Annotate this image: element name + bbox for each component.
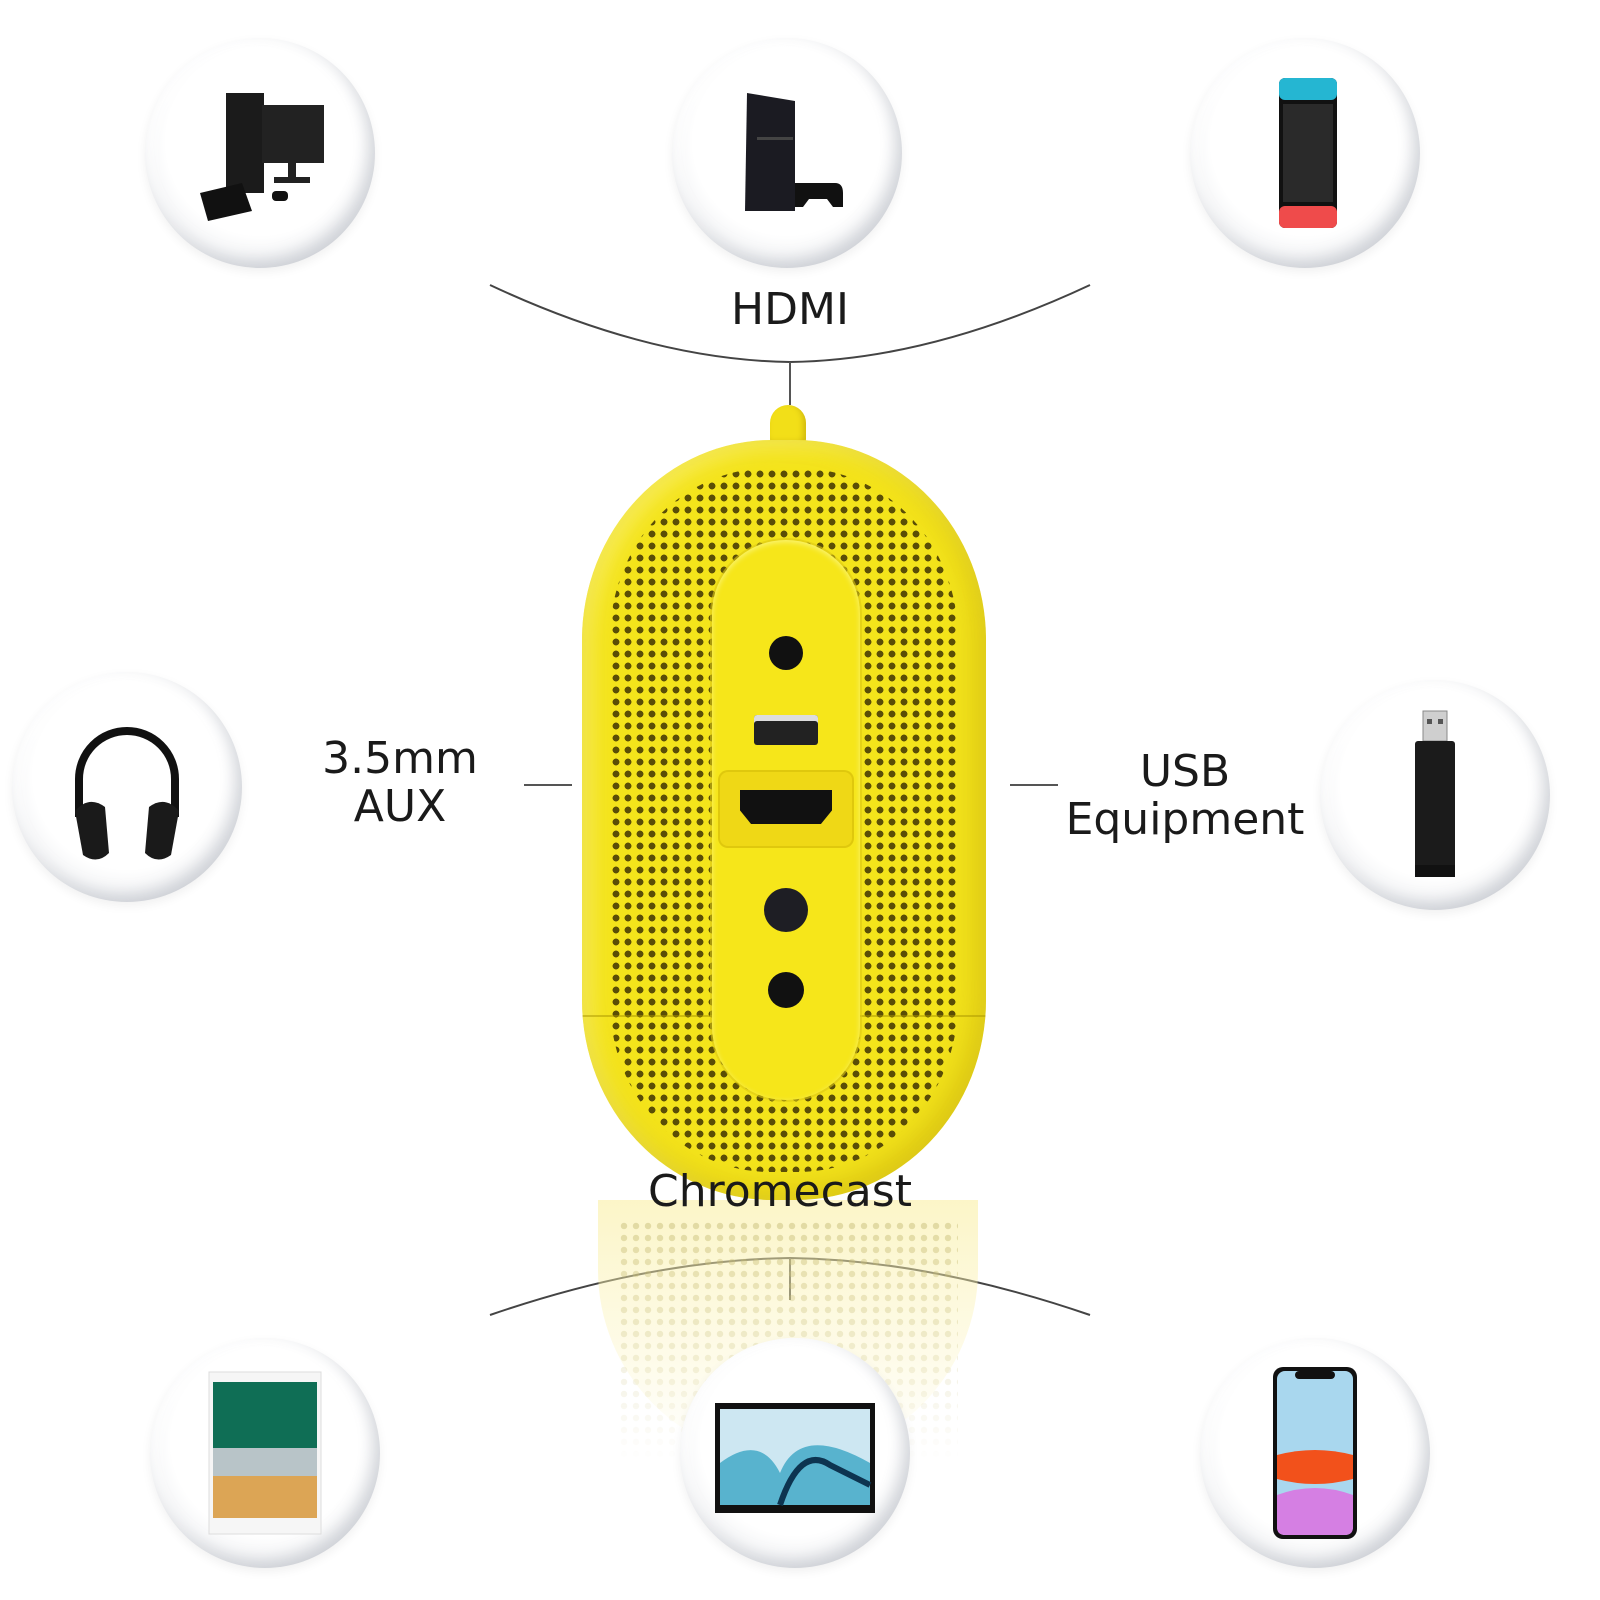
aux-label-line1: 3.5mm xyxy=(322,733,478,784)
tablet-bubble xyxy=(150,1338,380,1568)
usb-label: USB Equipment xyxy=(1040,746,1330,846)
game-console-icon xyxy=(745,93,843,211)
yellow-portable-device xyxy=(582,440,986,1200)
reset-port xyxy=(768,972,804,1008)
hdmi-label: HDMI xyxy=(731,284,849,335)
smartphone-icon xyxy=(1273,1367,1357,1539)
usb-flash-drive-icon xyxy=(1415,710,1455,877)
dc-in-port xyxy=(764,888,808,932)
handheld-console-bubble xyxy=(1190,38,1420,268)
smartphone-bubble xyxy=(1200,1338,1430,1568)
aux-label: 3.5mm AUX xyxy=(290,733,510,833)
tablet-icon xyxy=(208,1371,322,1535)
laptop-bubble xyxy=(680,1338,910,1568)
game-console-bubble xyxy=(672,38,902,268)
desktop-computer-icon xyxy=(200,93,324,221)
headphones-bubble xyxy=(12,672,242,902)
handheld-console-icon xyxy=(1279,78,1337,228)
usb-port xyxy=(754,715,818,745)
aux-label-line2: AUX xyxy=(353,781,447,833)
desktop-computer-bubble xyxy=(145,38,375,268)
chromecast-label: Chromecast xyxy=(648,1166,912,1217)
laptop-icon xyxy=(715,1403,875,1513)
audio-jack-port xyxy=(769,636,803,670)
headphones-icon xyxy=(75,727,179,860)
usb-label-line2: Equipment xyxy=(1065,794,1305,846)
hdmi-port xyxy=(740,790,832,824)
usb-label-line1: USB xyxy=(1139,746,1231,797)
hdmi-port-housing xyxy=(720,772,852,846)
usb-drive-bubble xyxy=(1320,680,1550,910)
lanyard-loop xyxy=(770,405,806,445)
port-panel xyxy=(712,540,860,1100)
